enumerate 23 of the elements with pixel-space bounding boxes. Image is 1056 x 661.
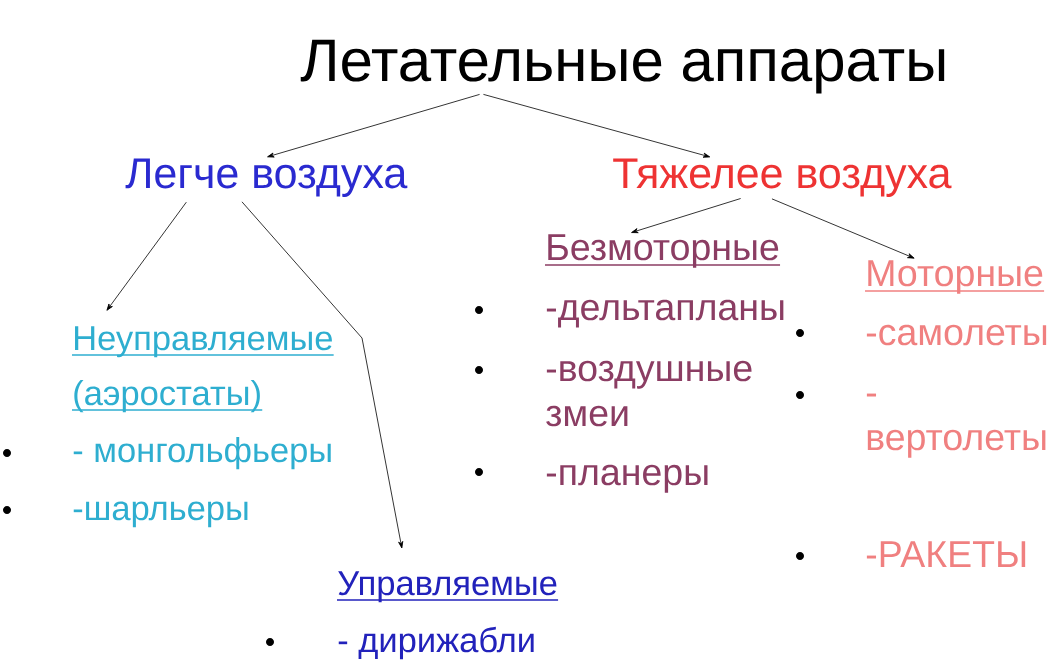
subcategory-heading: (аэростаты) [71,380,263,413]
list-item: -воздушные змеи [546,360,752,427]
list-item: - монгольфьеры [73,437,331,470]
arrow [631,198,742,234]
list-item: -шарльеры [73,501,248,528]
list-item: - дирижабли [338,626,534,660]
list-item: -самолеты [866,324,1047,346]
category-label: Легче воздуха [125,158,408,197]
subcategory-heading: Моторные [864,260,1045,294]
list-item: - вертолеты [866,393,1046,458]
subcategory-heading: Безмоторные [544,234,781,268]
arrow [267,94,480,158]
subcategory-heading: Управляемые [336,571,559,603]
list-item: -дельтапланы [546,299,784,328]
arrow [106,201,187,311]
title: Летательные аппараты [300,39,945,94]
list-item: -планеры [546,464,708,493]
list-item: -РАКЕТЫ [866,541,1026,567]
arrow [241,201,404,549]
arrow [483,93,711,158]
arrow [771,198,915,259]
category-label: Тяжелее воздуха [613,158,952,197]
subcategory-heading: Неуправляемые [71,326,335,358]
